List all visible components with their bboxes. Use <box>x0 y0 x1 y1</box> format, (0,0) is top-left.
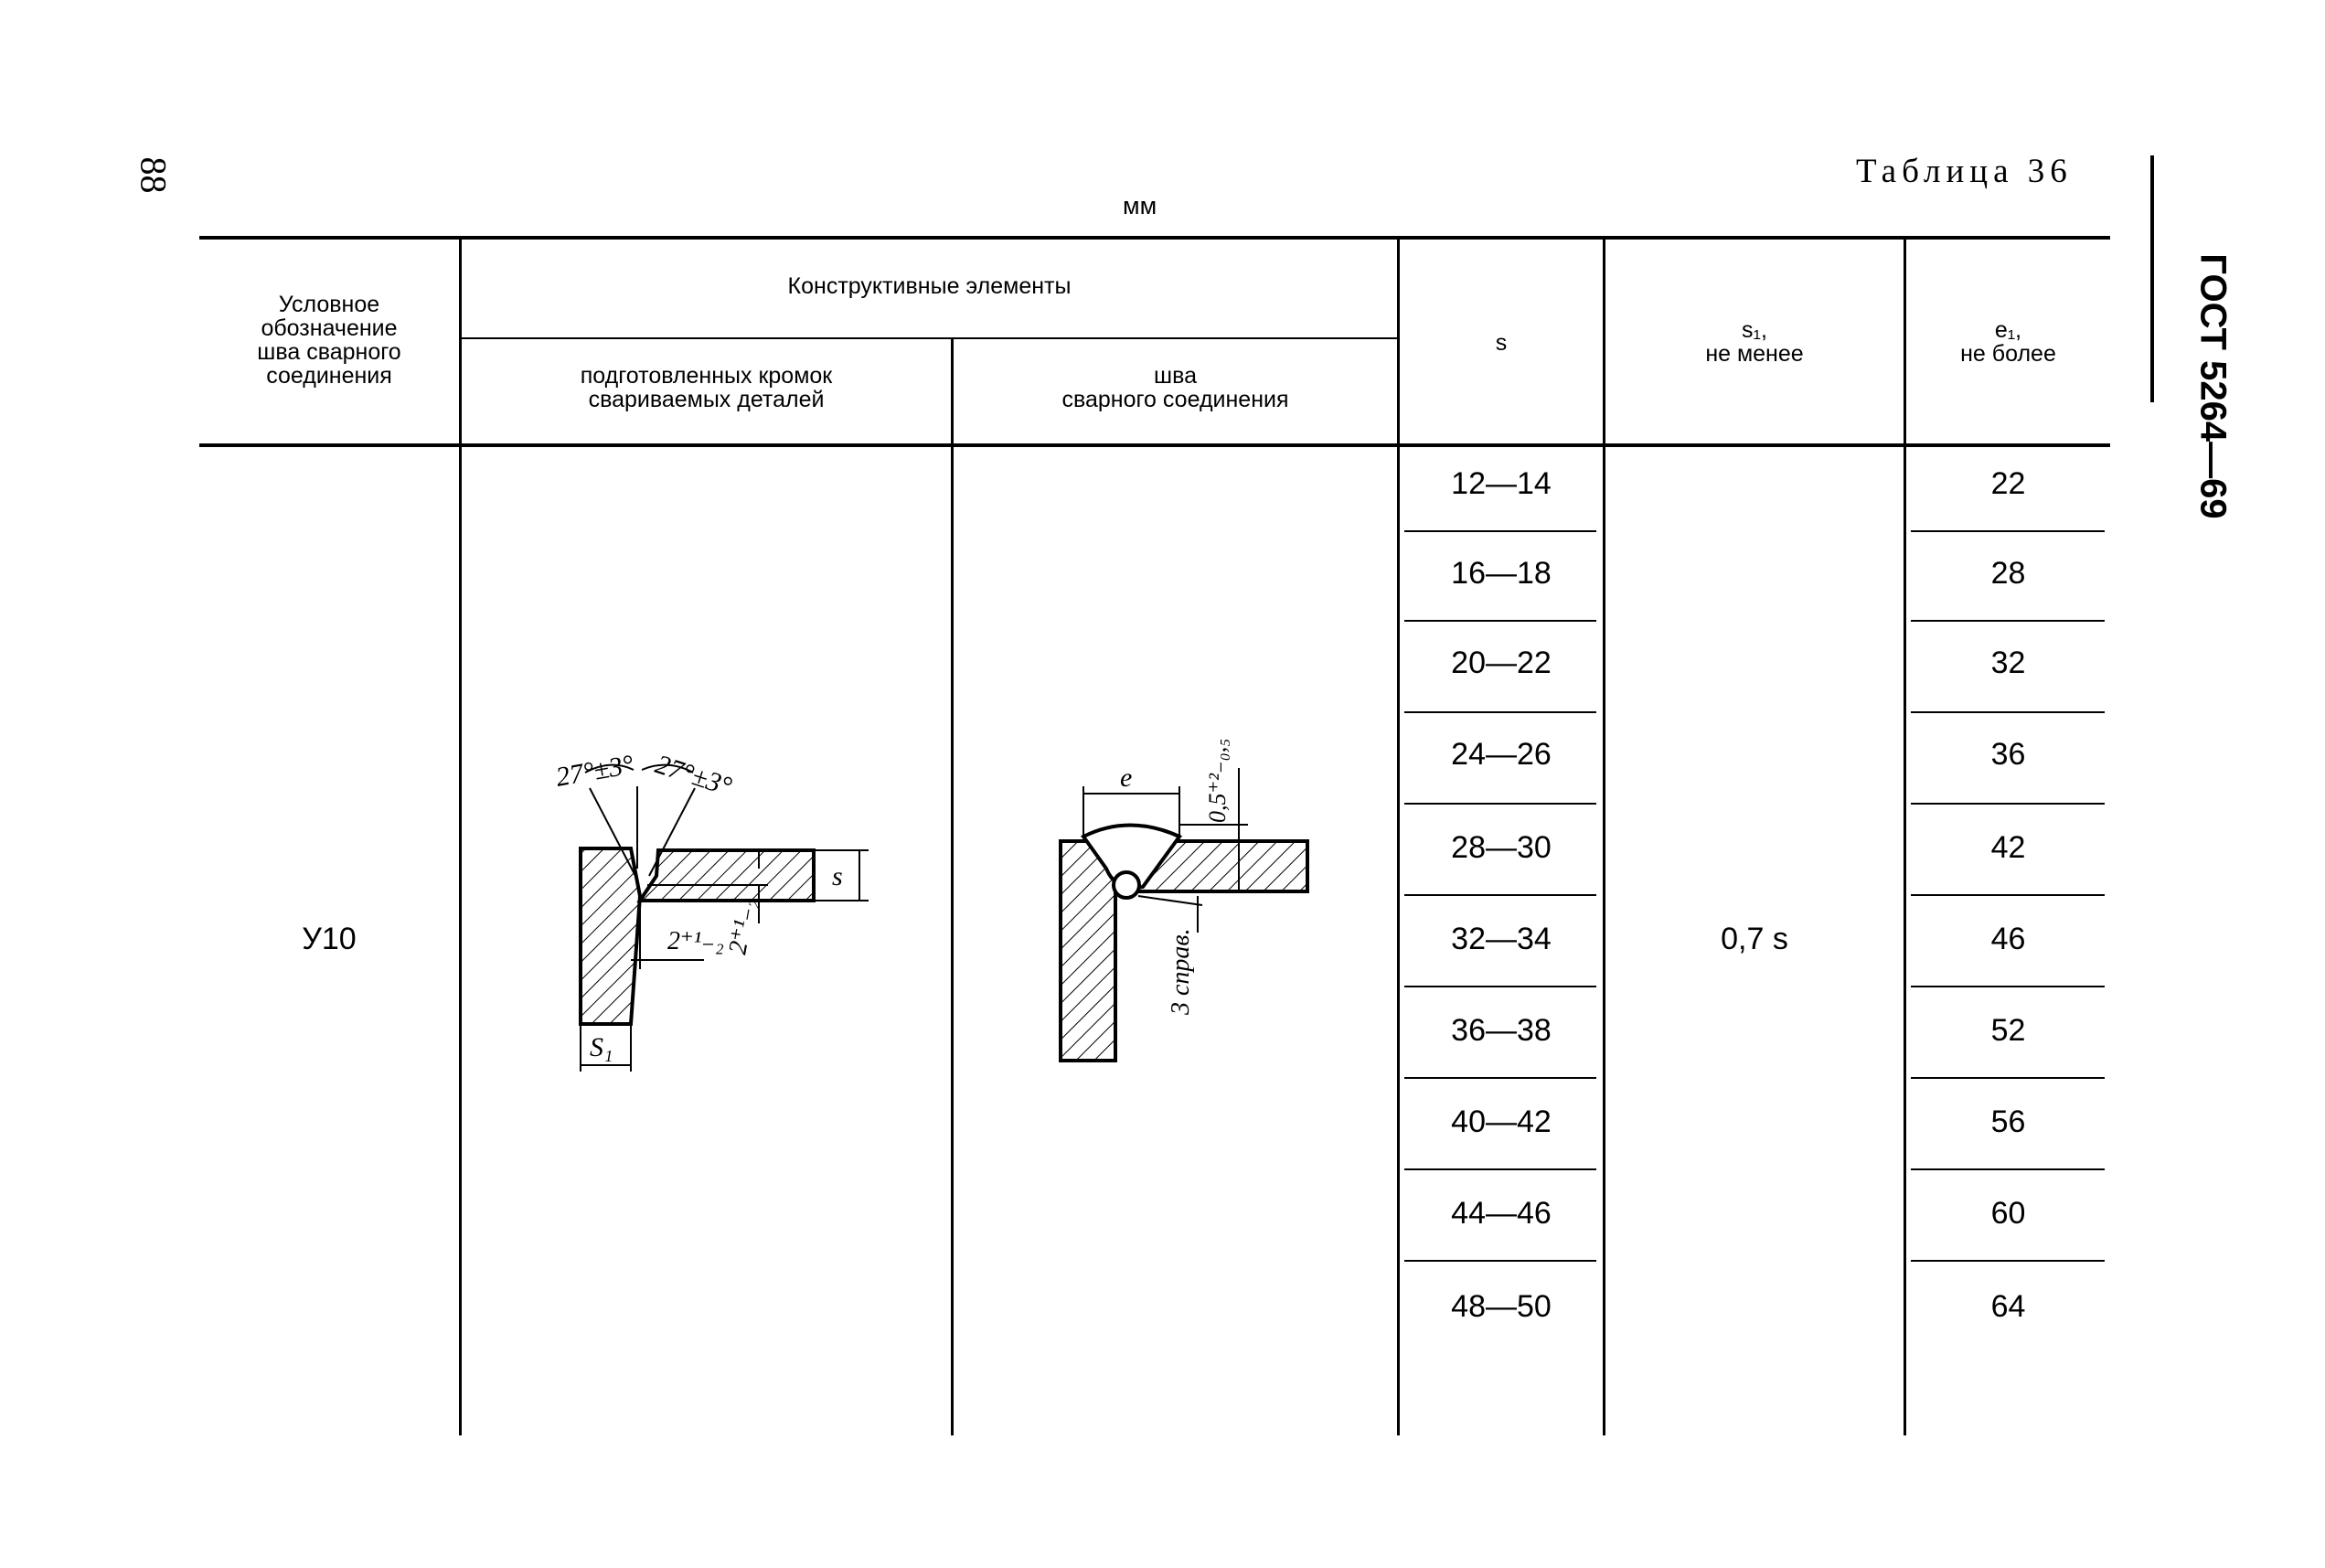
col-rule-4 <box>1603 240 1605 1435</box>
e1-row-divider <box>1911 803 2105 805</box>
s-value: 12—14 <box>1451 466 1552 501</box>
table-title: Таблица 36 <box>1856 153 2073 190</box>
s-value: 44—46 <box>1451 1196 1552 1231</box>
col-rule-5 <box>1904 240 1906 1435</box>
s-row-divider <box>1404 530 1596 532</box>
e1-row-divider <box>1911 620 2105 622</box>
s-value: 16—18 <box>1451 556 1552 591</box>
gap-label: 2⁺¹₋₂ <box>667 927 724 955</box>
e1-row-divider <box>1911 711 2105 713</box>
reinforcement-label: 0,5⁺²₋₀,₅ <box>1204 739 1231 823</box>
e1-value: 64 <box>1990 1289 2026 1324</box>
e1-value: 60 <box>1990 1196 2026 1231</box>
e1-value: 28 <box>1990 556 2026 591</box>
e1-value: 42 <box>1990 830 2026 865</box>
s-row-divider <box>1404 1077 1596 1079</box>
e1-value: 56 <box>1990 1104 2026 1139</box>
header-structural-elements: Конструктивные элементы <box>787 273 1072 299</box>
angle-right-label: 27°±3° <box>652 749 735 802</box>
s-row-divider <box>1404 803 1596 805</box>
blunt-label: 2⁺¹₋₂ <box>723 896 761 956</box>
back-weld-label: 3 справ. <box>1167 928 1195 1016</box>
e1-value: 52 <box>1990 1013 2026 1048</box>
s-value: 28—30 <box>1451 830 1552 865</box>
dim-s-label: s <box>832 861 843 891</box>
e1-value: 46 <box>1990 922 2026 956</box>
s-value: 36—38 <box>1451 1013 1552 1048</box>
e1-value: 22 <box>1990 466 2026 501</box>
s-row-divider <box>1404 1260 1596 1262</box>
s-row-divider <box>1404 986 1596 987</box>
s-value: 48—50 <box>1451 1289 1552 1324</box>
e1-row-divider <box>1911 894 2105 896</box>
e1-row-divider <box>1911 1260 2105 1262</box>
weld-designation: У10 <box>302 922 357 956</box>
header-e1: e₁, не более <box>1960 317 2056 367</box>
s-value: 32—34 <box>1451 922 1552 956</box>
header-subdivider <box>462 337 1399 339</box>
unit-label: мм <box>1123 192 1157 219</box>
s-row-divider <box>1404 711 1596 713</box>
s1-value: 0,7 s <box>1721 922 1788 956</box>
side-rule <box>2150 155 2154 402</box>
e1-row-divider <box>1911 1168 2105 1170</box>
e1-value: 36 <box>1990 737 2026 772</box>
header-prepared-edges: подготовленных кромок свариваемых детале… <box>580 363 833 412</box>
standard-code: ГОСТ 5264—69 <box>2192 253 2234 519</box>
s-row-divider <box>1404 894 1596 896</box>
header-weld: шва сварного соединения <box>1061 363 1289 412</box>
s-value: 24—26 <box>1451 737 1552 772</box>
s-value: 40—42 <box>1451 1104 1552 1139</box>
prepared-edges-drawing: 27°±3° 27°±3° s 2⁺¹₋₂ 2⁺¹₋₂ S₁ <box>553 749 869 1072</box>
header-bottom-rule <box>199 443 2110 447</box>
e1-row-divider <box>1911 986 2105 987</box>
top-rule <box>199 236 2110 240</box>
s-row-divider <box>1404 1168 1596 1170</box>
angle-left-label: 27°±3° <box>553 750 635 793</box>
e1-value: 32 <box>1990 645 2026 680</box>
dim-s1-label: S₁ <box>590 1032 613 1062</box>
s-row-divider <box>1404 620 1596 622</box>
header-s: s <box>1495 330 1508 356</box>
e1-row-divider <box>1911 1077 2105 1079</box>
header-designation: Условное обозначение шва сварного соедин… <box>257 292 401 389</box>
weld-joint-drawing: e 0,5⁺²₋₀,₅ 3 справ. <box>1059 739 1309 1062</box>
col-rule-2 <box>951 339 954 1435</box>
page-number: 88 <box>133 156 175 194</box>
col-rule-3 <box>1397 240 1400 1435</box>
s-value: 20—22 <box>1451 645 1552 680</box>
col-rule-1 <box>459 240 462 1435</box>
header-s1: s₁, не менее <box>1705 317 1804 367</box>
dim-e-label: e <box>1120 763 1132 793</box>
e1-row-divider <box>1911 530 2105 532</box>
